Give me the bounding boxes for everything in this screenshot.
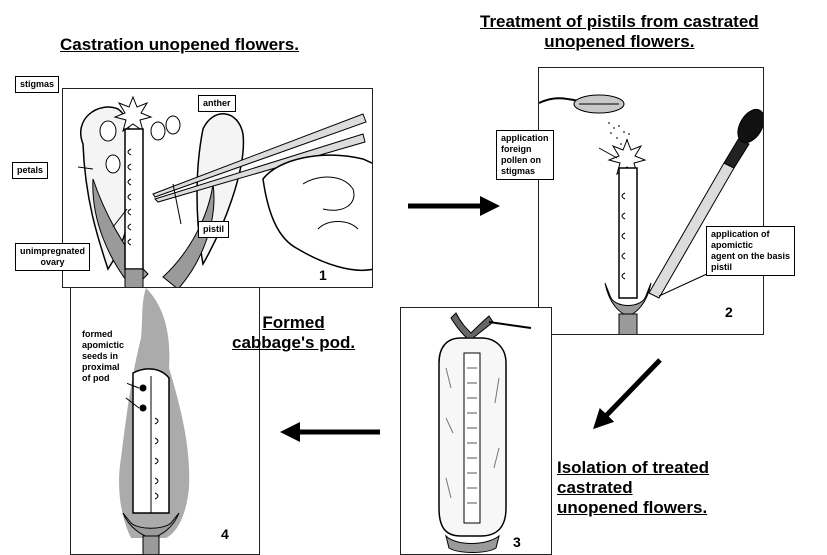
step4-heading-line2: cabbage's pod. <box>232 333 355 352</box>
step4-heading-line1: Formed <box>262 313 324 332</box>
step3-heading: Isolation of treated castrated unopened … <box>557 458 709 518</box>
step-number-2: 2 <box>725 304 733 320</box>
label-apomictic-agent: application of apomictic agent on the ba… <box>706 226 795 276</box>
panel-castration: 1 <box>62 88 373 288</box>
agent-line2: apomictic <box>711 240 753 250</box>
castration-illustration <box>63 89 373 288</box>
seeds-line2: apomictic <box>82 340 124 350</box>
label-ovary-line1: unimpregnated <box>20 246 85 256</box>
label-ovary-line2: ovary <box>40 257 64 267</box>
isolation-illustration <box>401 308 552 555</box>
step-number-3: 3 <box>513 534 521 550</box>
step4-heading: Formed cabbage's pod. <box>232 313 355 353</box>
step3-heading-line1: Isolation of treated <box>557 458 709 477</box>
pollen-line4: stigmas <box>501 166 535 176</box>
agent-line4: pistil <box>711 262 732 272</box>
pollen-line2: foreign <box>501 144 532 154</box>
label-foreign-pollen: application foreign pollen on stigmas <box>496 130 554 180</box>
pollen-line3: pollen on <box>501 155 541 165</box>
label-anther: anther <box>198 95 236 112</box>
treatment-illustration <box>539 68 764 335</box>
arrow-step2-to-step3 <box>600 360 660 422</box>
step3-heading-line3: unopened flowers. <box>557 498 707 517</box>
label-stigmas: stigmas <box>15 76 59 93</box>
step1-heading: Castration unopened flowers. <box>60 35 299 55</box>
panel-isolation: 3 <box>400 307 552 555</box>
agent-line3: agent on the basis <box>711 251 790 261</box>
step2-heading-line2: unopened flowers. <box>544 32 694 51</box>
panel-treatment: 2 <box>538 67 764 335</box>
seeds-line1: formed <box>82 329 113 339</box>
label-petals: petals <box>12 162 48 179</box>
step-number-4: 4 <box>221 526 229 542</box>
label-apomictic-seeds: formed apomictic seeds in proximal of po… <box>79 327 127 386</box>
pollen-line1: application <box>501 133 549 143</box>
step3-heading-line2: castrated <box>557 478 633 497</box>
step2-heading: Treatment of pistils from castrated unop… <box>480 12 759 52</box>
seeds-line5: of pod <box>82 373 110 383</box>
seeds-line3: seeds in <box>82 351 118 361</box>
label-pistil: pistil <box>198 221 229 238</box>
seeds-line4: proximal <box>82 362 120 372</box>
agent-line1: application of <box>711 229 770 239</box>
label-unimpregnated-ovary: unimpregnated ovary <box>15 243 90 271</box>
step-number-1: 1 <box>319 267 327 283</box>
step2-heading-line1: Treatment of pistils from castrated <box>480 12 759 31</box>
